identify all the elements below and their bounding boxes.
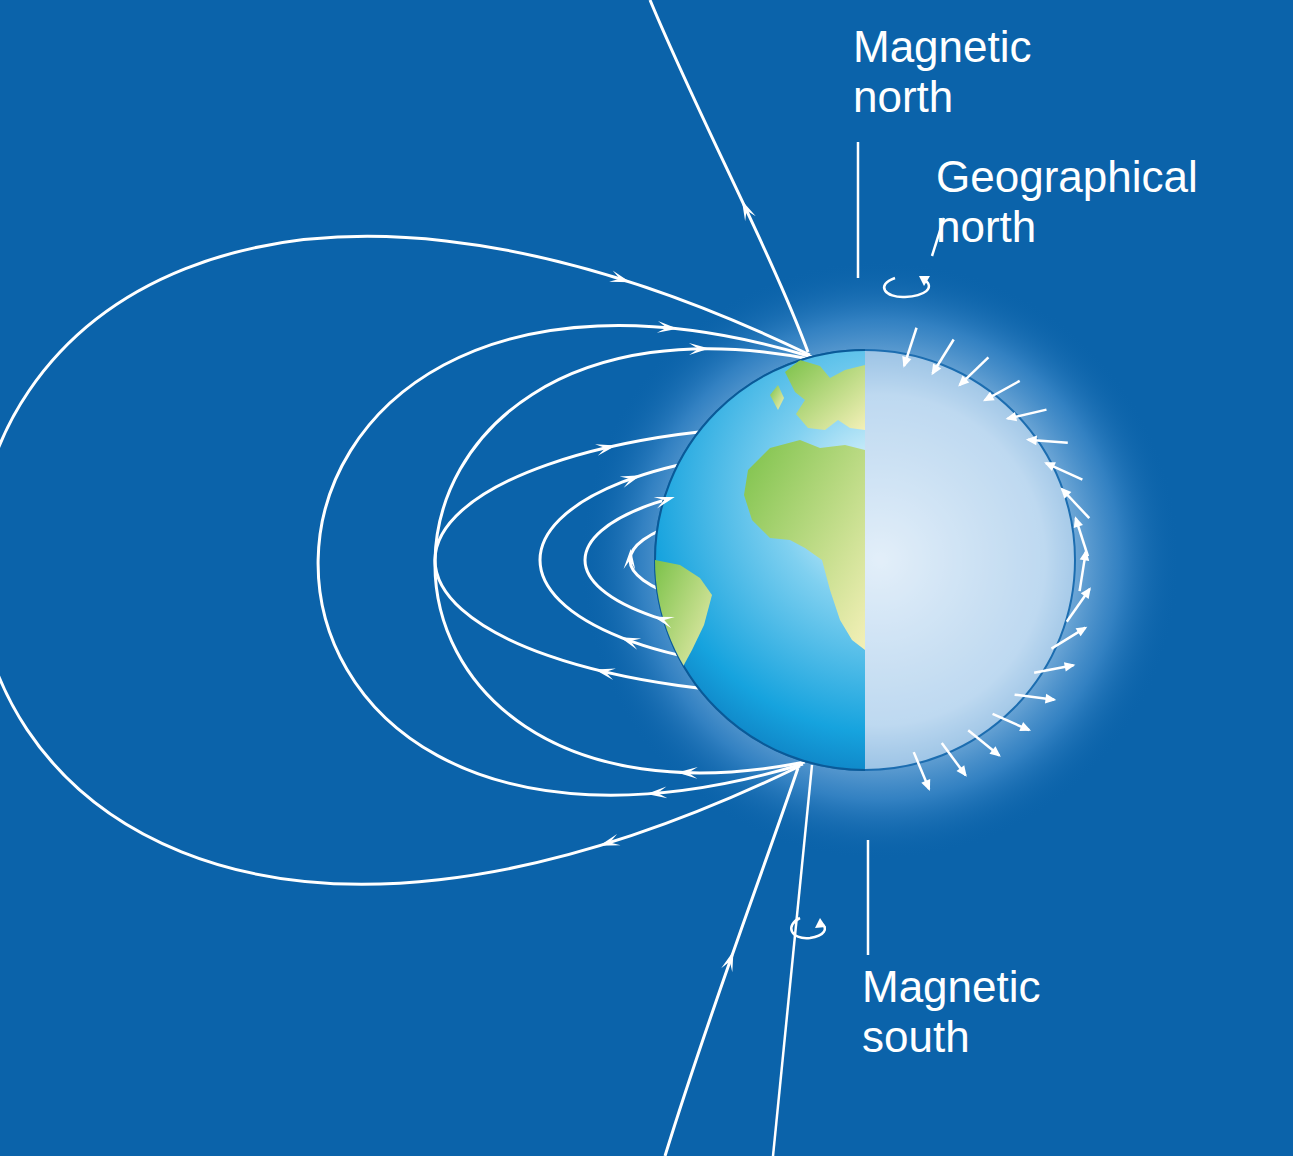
field-arrowhead xyxy=(599,834,620,846)
field-arrowhead xyxy=(721,951,733,972)
field-arrowhead xyxy=(595,669,616,680)
leader-line xyxy=(867,840,870,955)
field-arrowhead xyxy=(654,617,675,629)
surface-field-arrows xyxy=(902,328,1091,791)
field-arrowhead xyxy=(654,497,675,508)
field-arrowhead xyxy=(677,767,697,779)
field-arrowhead xyxy=(624,549,636,570)
rotation-axis xyxy=(773,765,812,1156)
field-arrowhead xyxy=(921,779,930,791)
field-arrowhead xyxy=(620,475,641,487)
earth xyxy=(655,350,865,770)
field-arrowhead xyxy=(958,376,969,387)
field-arrowhead xyxy=(1045,694,1056,704)
earth-field-half xyxy=(655,350,1075,770)
field-arrowhead xyxy=(1076,627,1088,637)
field-arrowhead xyxy=(902,356,911,368)
axis-label: Geographical north xyxy=(936,152,1276,252)
field-line xyxy=(650,0,808,352)
rotation-arrowhead xyxy=(919,276,930,286)
field-arrowhead xyxy=(956,765,966,777)
field-arrowhead xyxy=(1081,587,1091,599)
leader-line xyxy=(857,142,860,278)
field-arrowhead xyxy=(1044,462,1056,471)
field-arrowhead xyxy=(647,786,668,798)
axis-label: Magnetic north xyxy=(853,22,1103,122)
field-arrowhead xyxy=(1026,436,1037,446)
field-arrowhead xyxy=(1074,516,1083,528)
field-arrowhead xyxy=(742,200,756,221)
axis-label: Magnetic south xyxy=(862,962,1122,1062)
field-arrowhead xyxy=(1019,722,1031,731)
field-arrowhead xyxy=(989,746,1000,757)
field-arrowhead xyxy=(1061,488,1072,499)
field-arrowheads xyxy=(595,200,756,972)
rotation-arrowhead xyxy=(815,918,826,928)
field-arrowhead xyxy=(1080,550,1090,561)
field-arrowhead xyxy=(620,637,641,649)
field-arrowhead xyxy=(657,321,678,333)
field-arrowhead xyxy=(983,392,995,401)
field-lines xyxy=(0,0,820,1156)
field-arrowhead xyxy=(609,270,630,282)
field-arrowhead xyxy=(595,444,616,455)
field-arrowhead xyxy=(932,363,942,375)
field-arrowhead xyxy=(689,343,709,355)
field-arrowhead xyxy=(1006,412,1018,421)
field-arrowhead xyxy=(1064,662,1075,671)
